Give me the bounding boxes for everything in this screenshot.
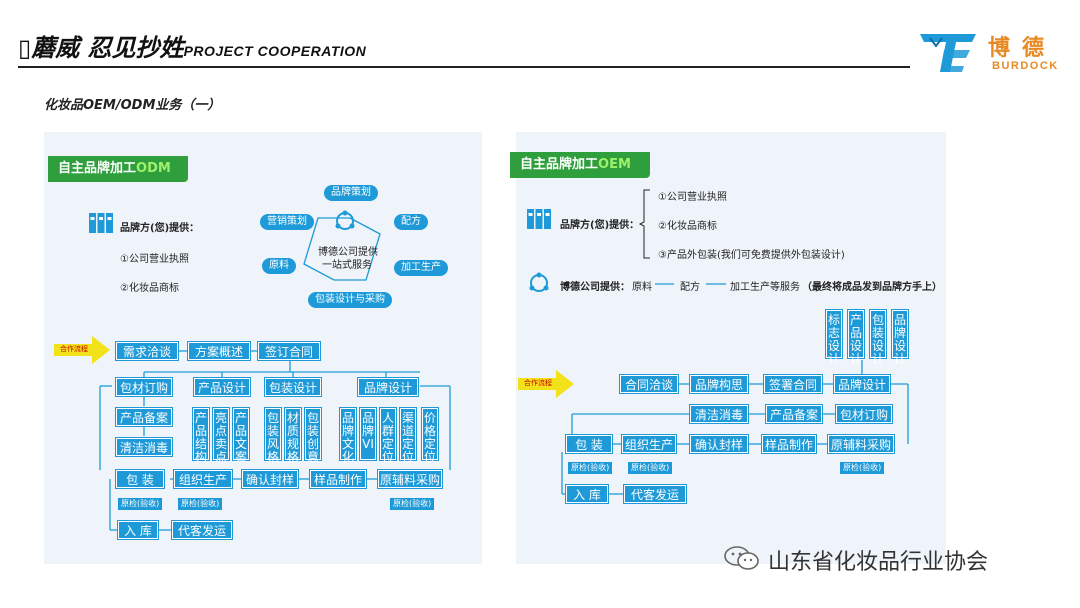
qc-tag: 原检(验收) bbox=[178, 498, 223, 510]
qc-tag: 原检(验收) bbox=[840, 462, 885, 474]
oval-production: 加工生产 bbox=[394, 260, 448, 276]
oem-burdock-item: 原料 bbox=[632, 282, 652, 293]
brace-icon bbox=[638, 189, 650, 259]
v-box: 包装风格 bbox=[265, 408, 281, 464]
header-divider bbox=[18, 66, 910, 68]
oem-provider-item: ①公司营业执照 bbox=[658, 192, 727, 203]
flow-box: 方案概述 bbox=[188, 342, 250, 360]
binder-icon bbox=[527, 209, 551, 229]
flow-box: 签署合同 bbox=[764, 375, 822, 393]
flow-box: 入 库 bbox=[118, 521, 158, 539]
section-subtitle: 化妆品OEM/ODM业务（一） bbox=[44, 98, 221, 113]
oval-formula: 配方 bbox=[394, 214, 428, 230]
logo-cn: 博德 bbox=[988, 36, 1057, 61]
oval-brand-plan: 品牌策划 bbox=[324, 185, 378, 201]
cooperation-arrow-icon: 合作流程 bbox=[518, 370, 574, 398]
oem-tab: 自主品牌加工OEM bbox=[510, 152, 650, 178]
flow-box: 样品制作 bbox=[762, 435, 816, 453]
odm-center-line2: 一站式服务 bbox=[322, 260, 372, 271]
flow-box: 品牌设计 bbox=[834, 375, 890, 393]
flow-box: 代客发运 bbox=[172, 521, 232, 539]
oem-burdock-item: 加工生产等服务 bbox=[730, 282, 800, 293]
qc-tag: 原检(验收) bbox=[390, 498, 435, 510]
oval-raw-material: 原料 bbox=[262, 258, 296, 274]
qc-tag: 原检(验收) bbox=[568, 462, 613, 474]
oval-packaging: 包装设计与采购 bbox=[308, 292, 392, 308]
footer-watermark: 山东省化妆品行业协会 bbox=[768, 550, 989, 575]
flow-box: 签订合同 bbox=[258, 342, 320, 360]
wechat-icon bbox=[724, 546, 759, 570]
flow-box: 产品备案 bbox=[766, 405, 822, 423]
flow-box: 样品制作 bbox=[310, 470, 366, 488]
v-box: 产品结构 bbox=[193, 408, 209, 464]
flow-box: 包材订购 bbox=[116, 378, 172, 396]
flow-box: 入 库 bbox=[566, 485, 608, 503]
flow-box: 产品备案 bbox=[116, 408, 172, 426]
odm-provider-item: ①公司营业执照 bbox=[120, 254, 189, 265]
flow-box: 组织生产 bbox=[174, 470, 232, 488]
v-box: 产品设计 bbox=[848, 310, 864, 366]
flow-box: 包 装 bbox=[116, 470, 164, 488]
title-cn: ▯蘑威 忍见抄姓 bbox=[18, 33, 184, 62]
oval-marketing: 营销策划 bbox=[260, 214, 314, 230]
flow-box: 品牌构思 bbox=[690, 375, 748, 393]
v-box: 材质规格 bbox=[285, 408, 301, 464]
v-box: 人群定位 bbox=[380, 408, 396, 464]
cooperation-arrow-icon: 合作流程 bbox=[54, 336, 110, 364]
oem-burdock-item: 配方 bbox=[680, 282, 700, 293]
oem-burdock-note: （最终将成品发到品牌方手上） bbox=[802, 282, 942, 293]
oem-provider-item: ②化妆品商标 bbox=[658, 221, 717, 232]
title-en: PROJECT COOPERATION bbox=[183, 43, 367, 59]
burdock-logo-icon bbox=[920, 34, 976, 72]
v-box: 包装创意 bbox=[305, 408, 321, 464]
v-box: 品牌VI bbox=[360, 408, 376, 460]
qc-tag: 原检(验收) bbox=[118, 498, 163, 510]
odm-center-line1: 博德公司提供 bbox=[318, 247, 378, 258]
logo-en: BURDOCK bbox=[992, 60, 1059, 72]
page-title: ▯蘑威 忍见抄姓PROJECT COOPERATION bbox=[18, 28, 366, 63]
v-box: 渠道定位 bbox=[400, 408, 416, 464]
flow-box: 清洁消毒 bbox=[690, 405, 748, 423]
v-box: 品牌文化 bbox=[340, 408, 356, 464]
flow-box: 原辅料采购 bbox=[378, 470, 442, 488]
odm-tab: 自主品牌加工ODM bbox=[48, 156, 188, 182]
flow-box: 包材订购 bbox=[836, 405, 892, 423]
flow-box: 合同洽谈 bbox=[620, 375, 678, 393]
flow-box: 代客发运 bbox=[624, 485, 686, 503]
oem-burdock-title: 博德公司提供： bbox=[560, 282, 630, 293]
flow-box: 需求洽谈 bbox=[116, 342, 178, 360]
oem-provider-item: ③产品外包装(我们可免费提供外包装设计) bbox=[658, 250, 845, 261]
flow-box: 确认封样 bbox=[242, 470, 298, 488]
flow-box: 包装设计 bbox=[265, 378, 321, 396]
v-box: 亮点卖点 bbox=[213, 408, 229, 464]
flow-box: 组织生产 bbox=[622, 435, 676, 453]
network-icon bbox=[335, 210, 355, 230]
network-icon bbox=[529, 272, 549, 292]
odm-provider-item: ②化妆品商标 bbox=[120, 283, 179, 294]
v-box: 标志设计 bbox=[826, 310, 842, 366]
v-box: 价格定位 bbox=[422, 408, 438, 464]
qc-tag: 原检(验收) bbox=[628, 462, 673, 474]
binder-icon bbox=[89, 213, 113, 233]
odm-provider-title: 品牌方(您)提供： bbox=[120, 223, 200, 234]
v-box: 包装设计 bbox=[870, 310, 886, 366]
v-box: 品牌设计 bbox=[892, 310, 908, 366]
flow-box: 包 装 bbox=[566, 435, 612, 453]
oem-provider-title: 品牌方(您)提供： bbox=[560, 220, 640, 231]
flow-box: 原辅料采购 bbox=[828, 435, 894, 453]
flow-box: 品牌设计 bbox=[358, 378, 418, 396]
flow-box: 产品设计 bbox=[194, 378, 250, 396]
v-box: 产品文案 bbox=[233, 408, 249, 464]
flow-box: 确认封样 bbox=[690, 435, 748, 453]
flow-box: 清洁消毒 bbox=[116, 438, 172, 456]
